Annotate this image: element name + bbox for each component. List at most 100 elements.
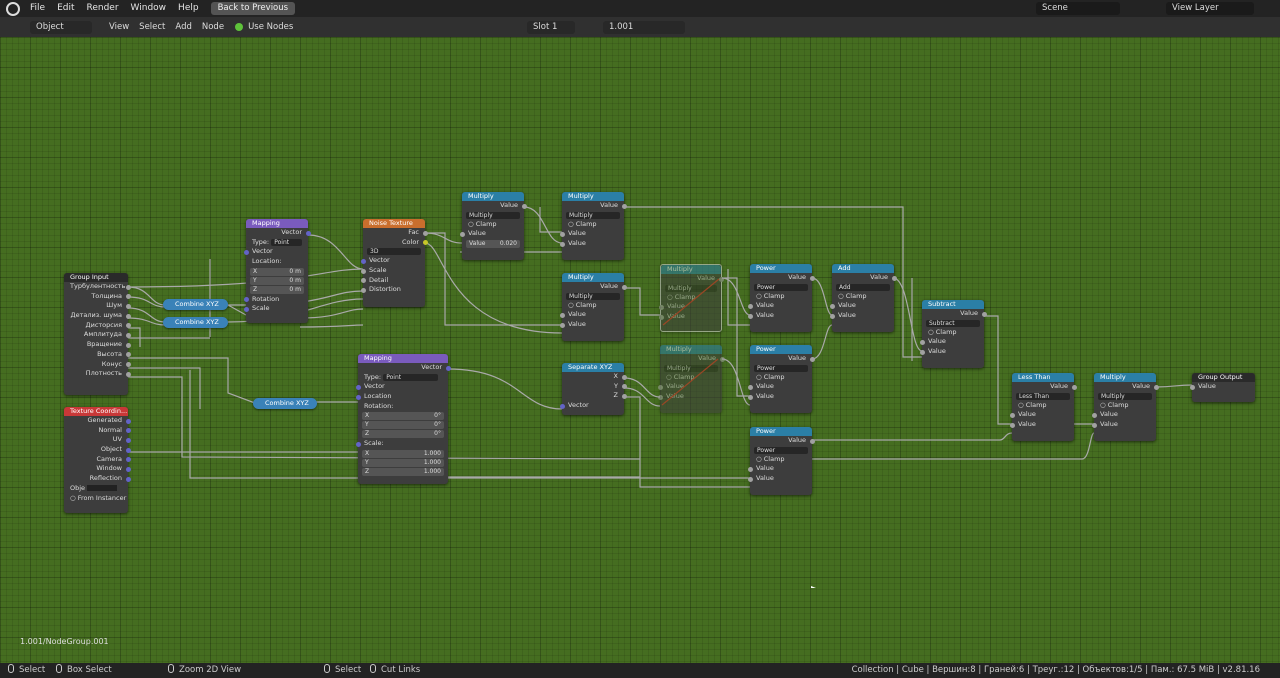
socket[interactable]: [125, 476, 131, 482]
socket[interactable]: [125, 313, 131, 319]
combine-xyz-node-1[interactable]: Combine XYZ: [163, 299, 228, 310]
multiply-node-4[interactable]: Multiply Value Multiply ○ Clamp Value Va…: [1091, 373, 1159, 441]
clamp-checkbox[interactable]: ○ Clamp: [1018, 400, 1047, 409]
operation-dropdown[interactable]: Multiply: [566, 211, 620, 219]
clamp-checkbox[interactable]: ○ Clamp: [666, 372, 695, 381]
socket[interactable]: [657, 394, 663, 400]
operation-dropdown[interactable]: Multiply: [665, 284, 717, 292]
type-dropdown[interactable]: Point: [383, 373, 439, 381]
socket[interactable]: [125, 457, 131, 463]
operation-dropdown[interactable]: Multiply: [664, 364, 718, 372]
socket[interactable]: [125, 352, 131, 358]
noise-texture-node[interactable]: Noise Texture Fac Color 3D Vector Scale …: [360, 219, 428, 307]
socket[interactable]: [355, 394, 361, 400]
less-than-node[interactable]: Less Than Value Less Than ○ Clamp Value …: [1009, 373, 1077, 441]
dimensions-dropdown[interactable]: 3D: [367, 248, 421, 256]
socket[interactable]: [658, 314, 664, 320]
from-instancer-checkbox[interactable]: ○ From Instancer: [70, 493, 127, 502]
socket[interactable]: [981, 311, 987, 317]
subtract-node[interactable]: Subtract Value Subtract ○ Clamp Value Va…: [919, 300, 987, 368]
operation-dropdown[interactable]: Less Than: [1016, 392, 1070, 400]
socket[interactable]: [125, 323, 131, 329]
operation-dropdown[interactable]: Multiply: [566, 292, 620, 300]
group-output-node[interactable]: Group Output Value: [1189, 373, 1255, 402]
socket[interactable]: [747, 303, 753, 309]
operation-dropdown[interactable]: Power: [754, 283, 808, 291]
header-menu-node[interactable]: Node: [201, 22, 225, 32]
socket[interactable]: [243, 297, 249, 303]
object-field[interactable]: Obje: [64, 484, 128, 494]
combine-xyz-node-3[interactable]: Combine XYZ: [253, 398, 317, 409]
socket[interactable]: [658, 304, 664, 310]
separate-xyz-node[interactable]: Separate XYZ X Y Z Vector: [559, 363, 627, 415]
socket[interactable]: [422, 230, 428, 236]
socket[interactable]: [521, 203, 527, 209]
socket[interactable]: [891, 275, 897, 281]
texture-coordinate-node[interactable]: Texture Coordin... Generated Normal UV O…: [64, 407, 131, 513]
menu-edit[interactable]: Edit: [57, 3, 75, 13]
socket[interactable]: [829, 313, 835, 319]
power-node-1[interactable]: Power Value Power ○ Clamp Value Value: [747, 264, 815, 332]
socket[interactable]: [125, 342, 131, 348]
socket[interactable]: [355, 441, 361, 447]
clamp-checkbox[interactable]: ○ Clamp: [756, 291, 785, 300]
socket[interactable]: [621, 384, 627, 390]
socket[interactable]: [1009, 412, 1015, 418]
socket[interactable]: [621, 203, 627, 209]
operation-dropdown[interactable]: Power: [754, 446, 808, 454]
socket[interactable]: [718, 276, 724, 282]
socket[interactable]: [125, 362, 131, 367]
power-node-3[interactable]: Power Value Power ○ Clamp Value Value: [747, 427, 815, 495]
mapping-node-1[interactable]: Mapping Vector Type: Point Vector Locati…: [243, 219, 311, 323]
socket[interactable]: [1071, 384, 1077, 390]
socket[interactable]: [747, 466, 753, 472]
multiply-node-2[interactable]: Multiply Value Multiply ○ Clamp Value Va…: [559, 192, 627, 260]
header-menu-select[interactable]: Select: [139, 22, 166, 32]
clamp-checkbox[interactable]: ○ Clamp: [928, 327, 957, 336]
socket[interactable]: [621, 284, 627, 290]
use-nodes-checkbox[interactable]: [235, 23, 244, 31]
socket[interactable]: [125, 466, 131, 472]
menu-file[interactable]: File: [30, 3, 46, 13]
socket[interactable]: [559, 312, 565, 318]
clamp-checkbox[interactable]: ○ Clamp: [468, 219, 497, 228]
socket[interactable]: [1009, 422, 1015, 428]
socket[interactable]: [125, 294, 131, 300]
socket[interactable]: [125, 428, 131, 434]
socket[interactable]: [621, 393, 627, 399]
operation-dropdown[interactable]: Multiply: [466, 211, 520, 219]
muted-multiply-node-1[interactable]: Multiply Value Multiply ○ Clamp Value Va…: [658, 264, 724, 332]
socket[interactable]: [355, 384, 361, 390]
socket[interactable]: [125, 371, 131, 377]
socket[interactable]: [125, 418, 131, 424]
socket[interactable]: [125, 284, 131, 290]
socket[interactable]: [243, 306, 249, 312]
socket[interactable]: [559, 241, 565, 247]
clamp-checkbox[interactable]: ○ Clamp: [568, 219, 597, 228]
view-layer-selector[interactable]: View Layer: [1166, 2, 1254, 15]
socket[interactable]: [1189, 384, 1195, 390]
mapping-node-2[interactable]: Mapping Vector Type: Point Vector Locati…: [355, 354, 451, 484]
socket[interactable]: [1091, 422, 1097, 428]
socket[interactable]: [809, 438, 815, 444]
socket[interactable]: [559, 403, 565, 409]
operation-dropdown[interactable]: Subtract: [926, 319, 980, 327]
muted-multiply-node-2[interactable]: Multiply Value Multiply ○ Clamp Value Va…: [657, 345, 725, 413]
socket[interactable]: [360, 287, 366, 293]
socket[interactable]: [360, 278, 366, 284]
socket[interactable]: [809, 275, 815, 281]
menu-render[interactable]: Render: [86, 3, 119, 13]
add-node[interactable]: Add Value Add ○ Clamp Value Value: [829, 264, 897, 332]
socket[interactable]: [747, 394, 753, 400]
socket[interactable]: [1091, 412, 1097, 418]
socket[interactable]: [445, 365, 451, 371]
type-dropdown[interactable]: Point: [271, 238, 303, 246]
socket[interactable]: [747, 476, 753, 482]
socket[interactable]: [459, 231, 465, 237]
